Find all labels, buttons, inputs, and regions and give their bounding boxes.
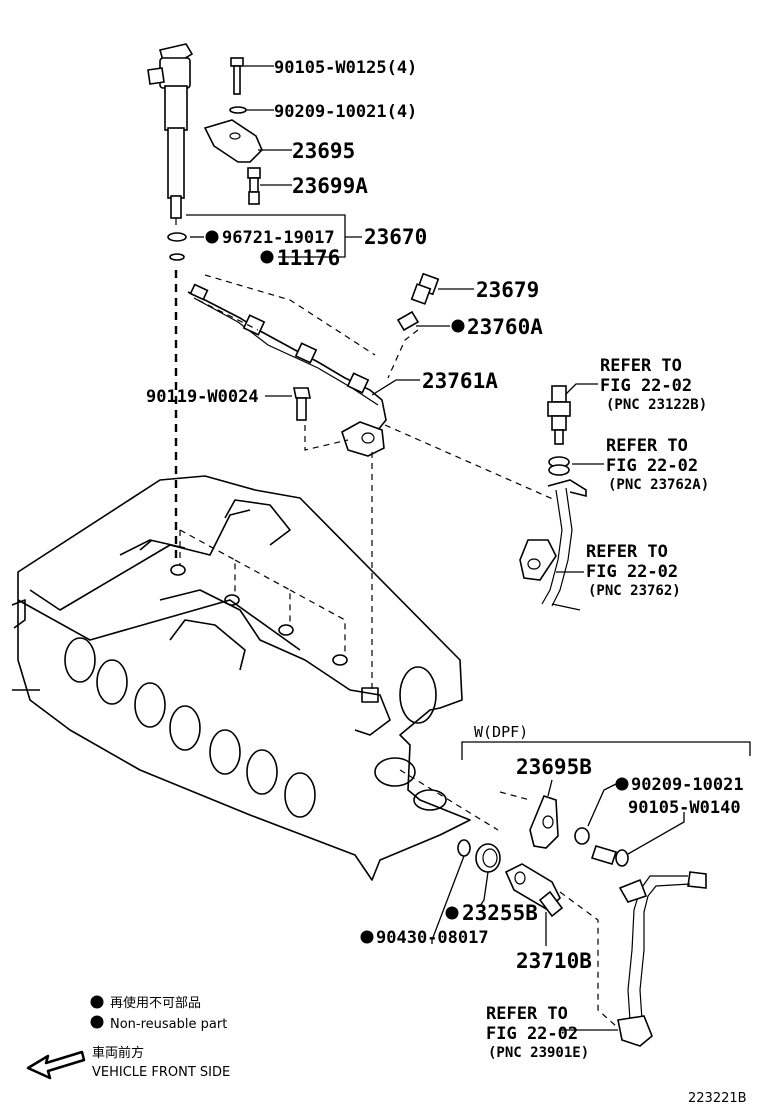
ref-2-line1: REFER TO (606, 436, 688, 456)
ref-1-line1: REFER TO (600, 356, 682, 376)
ref-4-pnc: (PNC 23901E) (488, 1045, 589, 1061)
dpf-injector-part (504, 863, 564, 918)
ref-2-line2: FIG 22-02 (606, 456, 698, 476)
callout-stud: 23699A (292, 174, 368, 198)
callout-dpf-washer: 90209-10021 (631, 775, 744, 795)
legend-front-en: VEHICLE FRONT SIDE (92, 1065, 230, 1080)
nonreusable-dot (615, 777, 629, 791)
ref-block-4: REFER TO FIG 22-02 (PNC 23901E) (486, 1004, 589, 1061)
fuel-pipe-part (519, 479, 587, 611)
ref-3-line1: REFER TO (586, 542, 668, 562)
ref-1-pnc: (PNC 23122B) (606, 397, 707, 413)
leak-pipe (187, 283, 387, 457)
callout-injector-assy: 23670 (364, 225, 427, 249)
legend-nonreusable-jp: 再使用不可部品 (110, 995, 201, 1011)
oring-part (167, 232, 187, 242)
nonreusable-dot (360, 930, 374, 944)
callout-union-gasket: 23760A (467, 315, 543, 339)
dpf-group-label: W(DPF) (474, 723, 528, 741)
front-arrow-icon (26, 1050, 86, 1080)
callout-dpf-clamp: 23695B (516, 755, 592, 779)
dpf-seal-part (475, 843, 501, 873)
nonreusable-dot (260, 250, 274, 264)
legend-nonreusable-en: Non-reusable part (110, 1017, 227, 1032)
callout-bolt-top: 90105-W0125(4) (274, 58, 417, 78)
injector (147, 43, 194, 225)
ref-block-3: REFER TO FIG 22-02 (PNC 23762) (586, 542, 681, 599)
dpf-clamp-part (529, 795, 559, 849)
callout-dpf-injector: 23710B (516, 949, 592, 973)
clamp-part (203, 119, 263, 163)
washer-top (229, 106, 247, 114)
stud-part (247, 167, 261, 205)
callout-pipe-bolt: 90119-W0024 (146, 387, 259, 407)
engine-block (11, 475, 471, 881)
callout-dpf-bolt: 90105-W0140 (628, 798, 741, 818)
callout-leak-pipe: 23761A (422, 369, 498, 393)
ref-1-line2: FIG 22-02 (600, 376, 692, 396)
ref-2-pnc: (PNC 23762A) (608, 477, 709, 493)
callout-dpf-oring: 90430-08017 (376, 928, 489, 948)
legend-dot (90, 995, 104, 1009)
ref-block-2: REFER TO FIG 22-02 (PNC 23762A) (606, 436, 709, 493)
callout-clamp: 23695 (292, 139, 355, 163)
nonreusable-dot (205, 230, 219, 244)
dpf-oring-part (457, 839, 471, 857)
nonreusable-dot (445, 906, 459, 920)
dpf-bolt-part (590, 845, 629, 867)
ref-3-line2: FIG 22-02 (586, 562, 678, 582)
callout-washer-top: 90209-10021(4) (274, 102, 417, 122)
dpf-washer-part (574, 827, 590, 845)
gasket-rings (548, 456, 570, 476)
sensor-part (547, 385, 571, 445)
callout-dpf-seal: 23255B (462, 901, 538, 925)
nonreusable-dot (451, 319, 465, 333)
legend-dot (90, 1015, 104, 1029)
ref-3-pnc: (PNC 23762) (588, 583, 681, 599)
union-part (410, 272, 440, 305)
callout-union: 23679 (476, 278, 539, 302)
figure-id: 223221B (688, 1091, 747, 1106)
dpf-bracket (461, 741, 751, 760)
ref-block-1: REFER TO FIG 22-02 (PNC 23122B) (600, 356, 707, 413)
ref-4-line1: REFER TO (486, 1004, 568, 1024)
callout-oring: 96721-19017 (222, 228, 335, 248)
legend-front-jp: 車両前方 (92, 1045, 144, 1061)
ref-4-line2: FIG 22-02 (486, 1024, 578, 1044)
pipe-bolt (293, 387, 311, 421)
dpf-fuel-pipe (617, 871, 707, 1047)
callout-gasket: 11176 (277, 246, 340, 270)
gasket-part (169, 253, 185, 261)
bolt-top (230, 57, 244, 95)
union-gasket-part (396, 310, 420, 332)
